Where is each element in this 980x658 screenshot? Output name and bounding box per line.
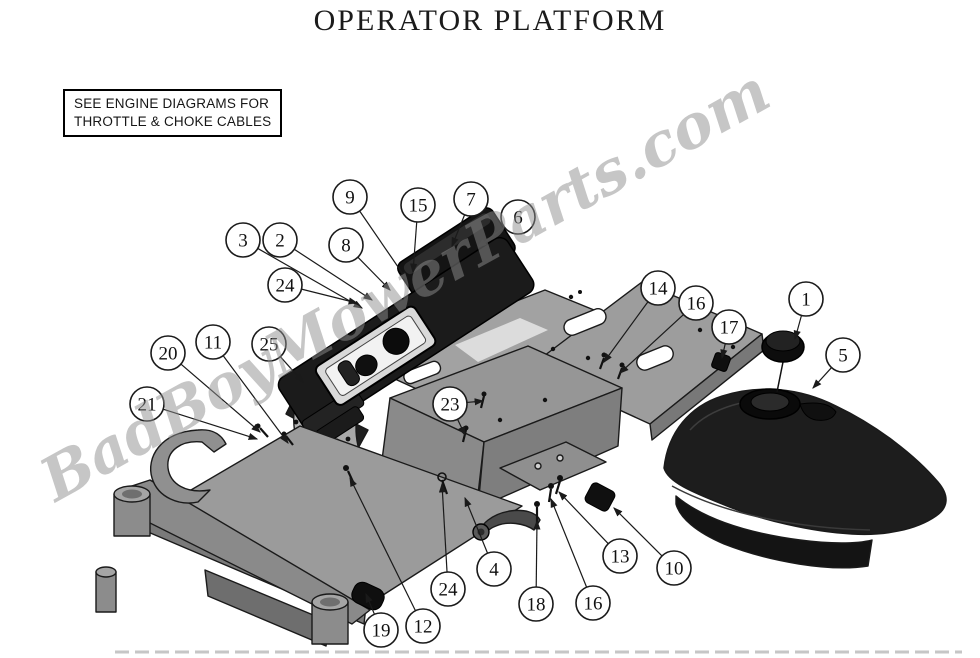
callout-25[interactable] — [251, 326, 287, 362]
callout-1[interactable] — [788, 281, 824, 317]
callout-6[interactable] — [500, 199, 536, 235]
callout-num-17: 17 — [720, 318, 739, 339]
mount-bracket-plate — [499, 441, 607, 491]
leader-line-1 — [793, 315, 803, 341]
leader-line-13 — [558, 491, 609, 545]
leader-line-14 — [603, 301, 649, 363]
mount-block — [584, 482, 616, 512]
callout-num-14: 14 — [649, 279, 669, 300]
leader-line-10 — [613, 507, 663, 557]
platform-artwork — [95, 207, 962, 654]
leader-lines — [163, 210, 833, 615]
leader-line-20 — [180, 363, 261, 433]
leader-line-19 — [365, 592, 376, 615]
callout-24[interactable] — [267, 267, 303, 303]
callout-2[interactable] — [262, 222, 298, 258]
leader-line-24 — [438, 482, 448, 573]
callout-19[interactable] — [363, 612, 399, 648]
callout-num-16: 16 — [584, 594, 603, 615]
callout-23[interactable] — [432, 386, 468, 422]
callout-18[interactable] — [518, 586, 554, 622]
callout-24[interactable] — [430, 571, 466, 607]
callout-num-6: 6 — [513, 208, 523, 229]
callout-16[interactable] — [678, 285, 714, 321]
callout-16[interactable] — [575, 585, 611, 621]
leader-line-5 — [812, 367, 833, 389]
callout-num-1: 1 — [801, 290, 811, 311]
callout-7[interactable] — [453, 181, 489, 217]
callout-num-18: 18 — [527, 595, 546, 616]
callout-num-20: 20 — [159, 344, 178, 365]
fuel-cap — [761, 330, 805, 393]
callout-12[interactable] — [405, 608, 441, 644]
callout-num-4: 4 — [489, 560, 499, 581]
callout-11[interactable] — [195, 324, 231, 360]
note-line-2: THROTTLE & CHOKE CABLES — [74, 113, 272, 129]
fuel-tank — [663, 388, 947, 569]
callout-num-25: 25 — [260, 335, 279, 356]
callout-num-7: 7 — [466, 190, 476, 211]
callout-num-24: 24 — [276, 276, 296, 297]
callout-num-13: 13 — [611, 547, 630, 568]
leader-line-3 — [257, 247, 364, 309]
leader-line-6 — [477, 226, 505, 248]
callout-17[interactable] — [711, 309, 747, 345]
leader-line-11 — [222, 355, 289, 444]
hook-bracket — [150, 429, 227, 504]
callout-num-10: 10 — [665, 559, 684, 580]
leader-line-25 — [279, 356, 304, 383]
leader-line-2 — [293, 248, 374, 301]
callout-num-2: 2 — [275, 231, 285, 252]
leader-line-9 — [359, 210, 408, 281]
seat-console — [277, 207, 535, 445]
callout-num-16: 16 — [687, 294, 706, 315]
callout-num-11: 11 — [204, 333, 222, 354]
callout-num-9: 9 — [345, 188, 355, 209]
leader-line-15 — [410, 221, 418, 274]
callout-9[interactable] — [332, 179, 368, 215]
note-line-1: SEE ENGINE DIAGRAMS FOR — [74, 96, 270, 111]
leader-line-16 — [619, 314, 684, 374]
callout-21[interactable] — [129, 386, 165, 422]
callout-num-21: 21 — [138, 395, 157, 416]
note-box: SEE ENGINE DIAGRAMS FOR THROTTLE & CHOKE… — [63, 89, 283, 138]
leader-line-4 — [464, 496, 489, 554]
leader-line-8 — [357, 256, 391, 291]
callout-8[interactable] — [328, 227, 364, 263]
callout-4[interactable] — [476, 551, 512, 587]
leader-line-21 — [163, 408, 259, 440]
callout-num-8: 8 — [341, 236, 351, 257]
callout-5[interactable] — [825, 337, 861, 373]
callout-num-23: 23 — [441, 395, 460, 416]
callout-20[interactable] — [150, 335, 186, 371]
callout-num-12: 12 — [414, 617, 433, 638]
leader-line-24 — [301, 288, 359, 305]
foot-platform — [95, 425, 523, 647]
callout-num-24: 24 — [439, 580, 459, 601]
callout-3[interactable] — [225, 222, 261, 258]
leader-line-17 — [720, 343, 728, 360]
leader-line-7 — [451, 214, 466, 248]
callout-15[interactable] — [400, 187, 436, 223]
leader-line-12 — [349, 476, 417, 612]
leader-line-16 — [550, 497, 588, 588]
callout-num-19: 19 — [372, 621, 391, 642]
callout-num-15: 15 — [409, 196, 428, 217]
callout-10[interactable] — [656, 550, 692, 586]
callout-14[interactable] — [640, 270, 676, 306]
callout-13[interactable] — [602, 538, 638, 574]
callout-num-5: 5 — [838, 346, 848, 367]
leader-line-23 — [466, 398, 485, 406]
page-title: OPERATOR PLATFORM — [313, 4, 667, 37]
callout-num-3: 3 — [238, 231, 248, 252]
leader-line-18 — [533, 519, 541, 588]
